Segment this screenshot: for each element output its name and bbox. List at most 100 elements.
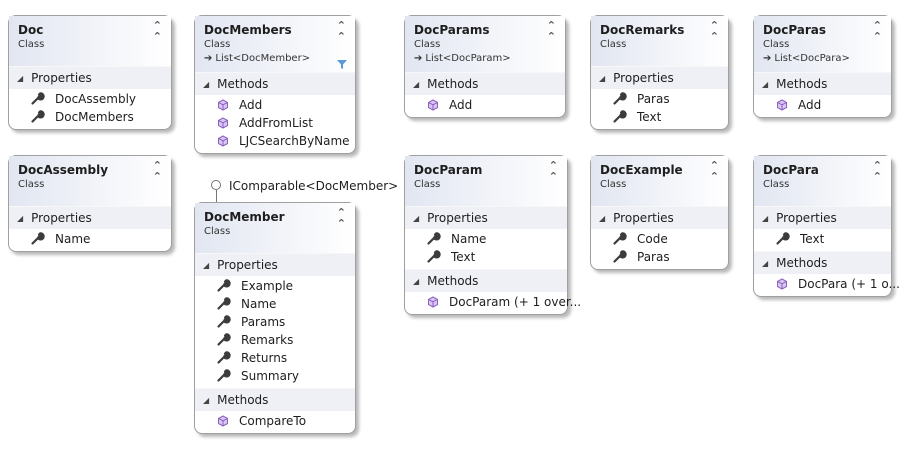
- class-docparas[interactable]: DocParas Class ➔List<DocPara> ⌃⌃ ◢Method…: [753, 15, 892, 118]
- method-item[interactable]: AddFromList: [195, 114, 355, 132]
- class-docmembers[interactable]: DocMembers Class ➔List<DocMember> ⌃⌃ ◢Me…: [194, 15, 356, 154]
- double-chevron-up-icon[interactable]: ⌃⌃: [709, 19, 719, 43]
- property-item[interactable]: Text: [591, 108, 728, 126]
- class-header: DocParam Class ⌃⌃: [405, 156, 567, 206]
- class-docparams[interactable]: DocParams Class ➔List<DocParam> ⌃⌃ ◢Meth…: [404, 15, 566, 118]
- property-name: Text: [800, 232, 825, 246]
- triangle-down-icon[interactable]: ◢: [762, 80, 769, 89]
- property-item[interactable]: Summary: [195, 367, 355, 385]
- class-header: DocRemarks Class ⌃⌃: [591, 16, 728, 66]
- property-name: Example: [241, 279, 294, 293]
- compartment-header-properties[interactable]: ◢Properties: [9, 206, 171, 229]
- wrench-icon: [427, 232, 441, 245]
- property-item[interactable]: Paras: [591, 248, 728, 266]
- property-item[interactable]: DocMembers: [9, 108, 171, 126]
- compartment-label: Properties: [613, 71, 674, 85]
- property-item[interactable]: DocAssembly: [9, 90, 171, 108]
- class-header: DocParams Class ➔List<DocParam> ⌃⌃: [405, 16, 565, 72]
- compartment-label: Methods: [776, 256, 828, 270]
- triangle-down-icon[interactable]: ◢: [17, 74, 24, 83]
- compartment-header-properties[interactable]: ◢ Properties: [591, 66, 728, 89]
- method-name: Add: [239, 98, 263, 112]
- triangle-down-icon[interactable]: ◢: [203, 396, 210, 405]
- compartment-header-methods[interactable]: ◢Methods: [405, 72, 565, 95]
- method-item[interactable]: DocPara (+ 1 o...: [754, 275, 900, 293]
- property-name: Text: [637, 110, 662, 124]
- triangle-down-icon[interactable]: ◢: [599, 214, 606, 223]
- compartment-header-methods[interactable]: ◢Methods: [754, 72, 891, 95]
- triangle-down-icon[interactable]: ◢: [17, 214, 24, 223]
- compartment-header-properties[interactable]: ◢Properties: [591, 206, 728, 229]
- compartment-header-methods[interactable]: ◢Methods: [195, 388, 355, 411]
- double-chevron-up-icon[interactable]: ⌃⌃: [336, 19, 346, 43]
- triangle-down-icon[interactable]: ◢: [413, 80, 420, 89]
- method-cube-icon: [218, 99, 228, 111]
- double-chevron-up-icon[interactable]: ⌃⌃: [872, 19, 882, 43]
- compartment-header-methods[interactable]: ◢ Methods: [754, 251, 891, 274]
- property-item[interactable]: Text: [754, 230, 891, 248]
- property-item[interactable]: Text: [405, 248, 567, 266]
- compartment-header-properties[interactable]: ◢Properties: [9, 66, 171, 89]
- property-item[interactable]: Name: [405, 230, 567, 248]
- filter-icon[interactable]: [337, 60, 347, 69]
- method-name: Add: [798, 98, 822, 112]
- double-chevron-up-icon[interactable]: ⌃⌃: [546, 19, 556, 43]
- compartment-header-methods[interactable]: ◢Methods: [405, 269, 567, 292]
- double-chevron-up-icon[interactable]: ⌃⌃: [709, 159, 719, 183]
- wrench-icon: [217, 333, 231, 346]
- triangle-down-icon[interactable]: ◢: [203, 80, 210, 89]
- method-item[interactable]: LJCSearchByName: [195, 132, 355, 150]
- triangle-down-icon[interactable]: ◢: [762, 259, 769, 268]
- member-list: Text: [754, 229, 891, 251]
- compartment-header-properties[interactable]: ◢Properties: [754, 206, 891, 229]
- double-chevron-up-icon[interactable]: ⌃⌃: [336, 206, 346, 230]
- method-item[interactable]: Add: [195, 96, 355, 114]
- triangle-down-icon[interactable]: ◢: [413, 277, 420, 286]
- triangle-down-icon[interactable]: ◢: [413, 214, 420, 223]
- property-item[interactable]: Params: [195, 313, 355, 331]
- property-item[interactable]: Code: [591, 230, 728, 248]
- property-name: Name: [241, 297, 277, 311]
- method-item[interactable]: DocParam (+ 1 over...: [405, 293, 581, 311]
- compartment-header-properties[interactable]: ◢Properties: [405, 206, 567, 229]
- property-item[interactable]: Example: [195, 277, 355, 295]
- property-item[interactable]: Returns: [195, 349, 355, 367]
- triangle-down-icon[interactable]: ◢: [203, 261, 210, 270]
- compartment-header-properties[interactable]: ◢Properties: [195, 253, 355, 276]
- double-chevron-up-icon[interactable]: ⌃⌃: [872, 159, 882, 183]
- property-item[interactable]: Remarks: [195, 331, 355, 349]
- class-stereotype: Class: [414, 179, 441, 190]
- double-chevron-up-icon[interactable]: ⌃⌃: [548, 159, 558, 183]
- double-chevron-up-icon[interactable]: ⌃⌃: [152, 159, 162, 183]
- compartment-header-methods[interactable]: ◢Methods: [195, 72, 355, 95]
- double-chevron-up-icon[interactable]: ⌃⌃: [152, 19, 162, 43]
- property-name: Name: [451, 232, 487, 246]
- wrench-icon: [31, 92, 45, 105]
- triangle-down-icon[interactable]: ◢: [599, 74, 606, 83]
- triangle-down-icon[interactable]: ◢: [762, 214, 769, 223]
- property-name: Params: [241, 315, 286, 329]
- property-name: Name: [55, 232, 91, 246]
- property-item[interactable]: Paras: [591, 90, 728, 108]
- method-item[interactable]: Add: [754, 96, 891, 114]
- inheritance-arrow-icon: ➔: [414, 53, 423, 64]
- method-item[interactable]: CompareTo: [195, 412, 355, 430]
- method-item[interactable]: Add: [405, 96, 565, 114]
- property-item[interactable]: Name: [195, 295, 355, 313]
- property-item[interactable]: Name: [9, 230, 171, 248]
- class-stereotype: Class: [204, 226, 231, 237]
